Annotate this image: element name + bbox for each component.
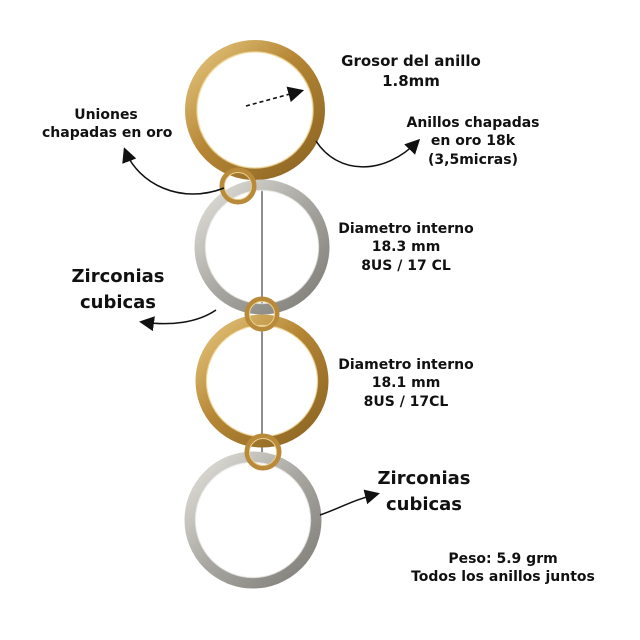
joins-arrow: [122, 147, 225, 195]
joins-label-line-1: Uniones: [74, 107, 138, 123]
thickness-label-line-1: Grosor del anillo: [341, 52, 481, 70]
diameter-2-line-1: Diametro interno: [338, 357, 474, 373]
zirconia-2-arrow: [319, 489, 380, 516]
diameter-2-line-3: 8US / 17CL: [363, 393, 449, 410]
diameter-2-label: Diametro interno 18.1 mm 8US / 17CL: [331, 356, 481, 411]
silver-ring-1: [194, 179, 330, 315]
gold-join-ring-2: [244, 296, 280, 332]
joins-label: Uniones chapadas en oro: [42, 106, 173, 143]
gold-join-ring-1: [219, 167, 257, 205]
zirconia-1-line-2: cubicas: [79, 292, 157, 314]
thickness-label-line-2: 1.8mm: [382, 71, 440, 90]
top-gold-ring: [185, 40, 325, 180]
plated-label-line-1: Anillos chapadas: [406, 115, 540, 131]
silver-ring-2: [184, 451, 322, 589]
thickness-label: Grosor del anillo 1.8mm: [332, 52, 490, 92]
plated-label: Anillos chapadas en oro 18k (3,5micras): [398, 114, 548, 169]
diameter-1-line-1: Diametro interno: [338, 221, 474, 237]
thickness-arrow: [245, 86, 305, 107]
zirconia-2-label: Zirconias cubicas: [368, 466, 480, 518]
zirconia-1-line-1: Zirconias: [71, 266, 165, 287]
diameter-1-line-2: 18.3 mm: [371, 239, 441, 256]
diameter-1-label: Diametro interno 18.3 mm 8US / 17 CL: [331, 220, 481, 275]
zirconia-1-arrow: [139, 309, 217, 332]
plated-label-line-2: en oro 18k: [430, 133, 516, 150]
plated-arrow: [315, 138, 421, 168]
weight-label: Peso: 5.9 grm Todos los anillos juntos: [398, 550, 608, 587]
weight-line-2: Todos los anillos juntos: [411, 569, 595, 586]
diameter-1-line-3: 8US / 17 CL: [361, 257, 451, 274]
plated-label-line-3: (3,5micras): [428, 151, 518, 168]
weight-line-1: Peso: 5.9 grm: [448, 551, 558, 567]
zirconia-1-label: Zirconias cubicas: [62, 264, 174, 316]
zirconia-2-line-1: Zirconias: [377, 468, 471, 489]
zirconia-2-line-2: cubicas: [385, 494, 463, 516]
diameter-2-line-2: 18.1 mm: [371, 375, 441, 392]
gold-join-ring-3: [244, 433, 282, 471]
joins-label-line-2: chapadas en oro: [42, 125, 173, 142]
